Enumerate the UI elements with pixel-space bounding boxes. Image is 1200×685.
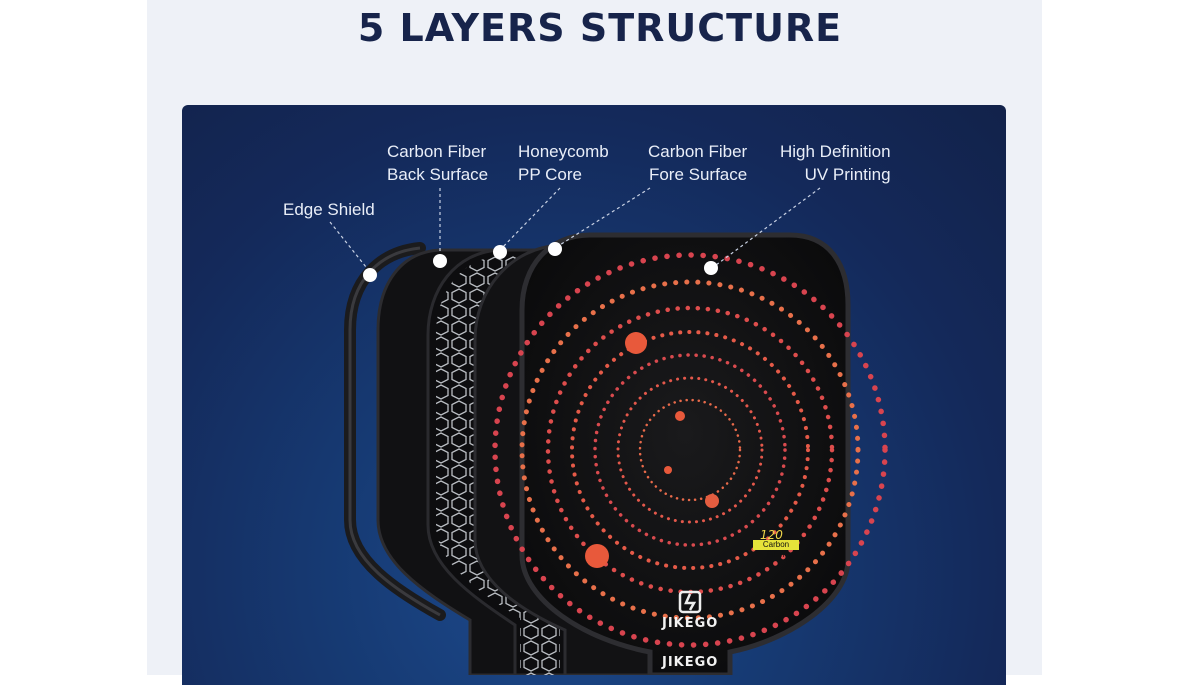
label-line: High Definition bbox=[780, 142, 891, 161]
label-line: Edge Shield bbox=[283, 200, 375, 219]
label-line: UV Printing bbox=[804, 165, 891, 184]
brand-logo-handle: JIKEGO bbox=[662, 655, 719, 670]
label-line: Back Surface bbox=[387, 165, 489, 184]
label-honeycomb-core: Honeycomb PP Core bbox=[518, 140, 609, 186]
label-fore-surface: Carbon Fiber Fore Surface bbox=[648, 140, 747, 186]
label-line: Honeycomb bbox=[518, 142, 609, 161]
page-title: 5 LAYERS STRUCTURE bbox=[357, 6, 843, 50]
label-line: Fore Surface bbox=[648, 165, 748, 184]
label-uv-printing: High Definition UV Printing bbox=[780, 140, 891, 186]
label-line: Carbon Fiber bbox=[648, 142, 748, 161]
label-edge-shield: Edge Shield bbox=[283, 198, 375, 221]
brand-logo-face: JIKEGO bbox=[662, 616, 719, 631]
layer-marker-dots bbox=[363, 242, 718, 282]
label-line: PP Core bbox=[518, 165, 582, 184]
label-back-surface: Carbon Fiber Back Surface bbox=[387, 140, 488, 186]
badge-number: 120 bbox=[760, 528, 783, 542]
carbon-fiber-badge: Carbon Fiber bbox=[753, 540, 799, 559]
label-line: Carbon Fiber bbox=[387, 142, 487, 161]
